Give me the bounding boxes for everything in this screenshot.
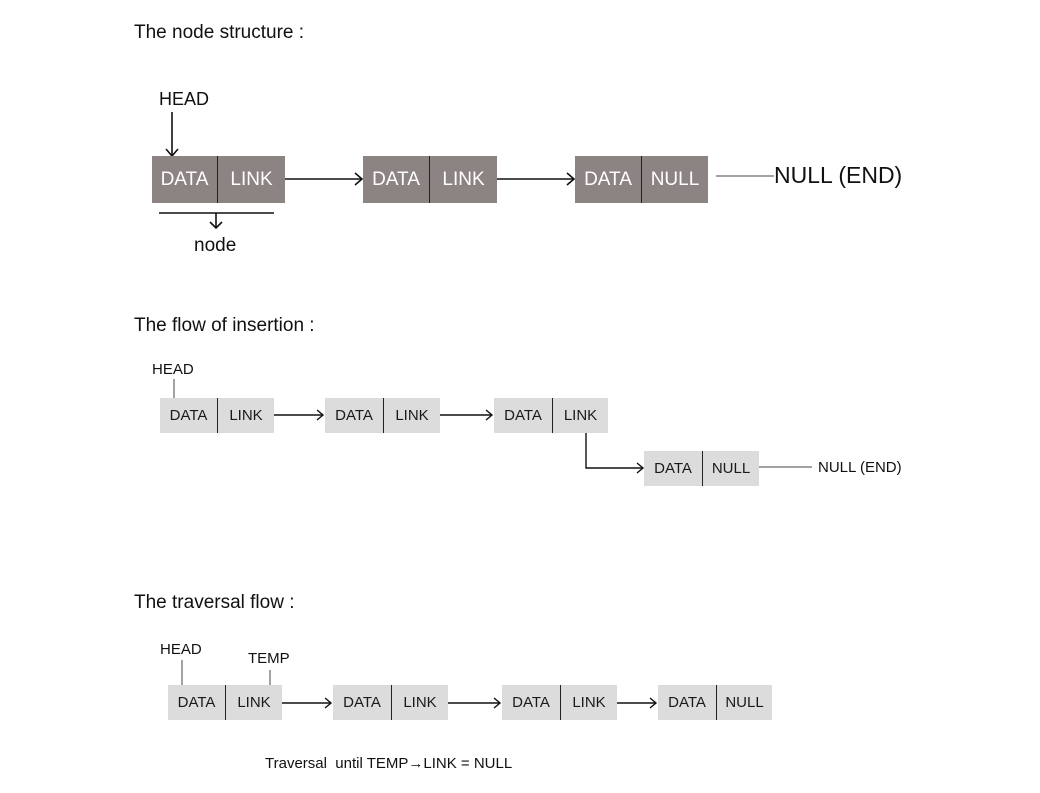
traversal-caption: Traversal until TEMP→LINK = NULL [265,755,513,772]
list-node: DATA LINK [152,156,285,203]
node-link-cell: LINK [560,685,617,720]
head-pointer-arrow [165,112,179,158]
head-label: HEAD [160,641,202,658]
head-label: HEAD [159,89,210,109]
list-node: DATA LINK [160,398,274,433]
node-data-cell: DATA [168,685,225,720]
head-label: HEAD [152,361,194,378]
null-end-label: NULL (END) [818,459,902,476]
list-node: DATA NULL [575,156,708,203]
node-brace [159,212,274,230]
link-arrow [274,409,325,421]
section-heading-traversal: The traversal flow : [134,592,295,613]
node-data-cell: DATA [363,156,429,203]
link-arrow [285,172,364,186]
link-arrow [497,172,576,186]
node-data-cell: DATA [575,156,641,203]
node-data-cell: DATA [658,685,716,720]
node-link-cell: NULL [702,451,759,486]
link-arrow [440,409,494,421]
link-arrow [448,697,502,709]
link-arrow [617,697,658,709]
node-data-cell: DATA [494,398,552,433]
link-arrow [282,697,333,709]
node-link-cell: LINK [217,156,285,203]
node-data-cell: DATA [325,398,383,433]
section-heading-insertion: The flow of insertion : [134,315,315,336]
insertion-arrow [585,433,645,474]
node-data-cell: DATA [502,685,560,720]
list-node: DATA NULL [658,685,772,720]
node-data-cell: DATA [333,685,391,720]
list-node: DATA LINK [363,156,497,203]
inserted-list-node: DATA NULL [644,451,759,486]
section-heading-structure: The node structure : [134,22,305,43]
node-data-cell: DATA [152,156,217,203]
node-link-cell: NULL [716,685,772,720]
node-link-cell: LINK [429,156,497,203]
node-data-cell: DATA [160,398,217,433]
list-node: DATA LINK [502,685,617,720]
list-node: DATA LINK [325,398,440,433]
node-link-cell: NULL [641,156,708,203]
node-label: node [194,235,237,256]
node-link-cell: LINK [225,685,282,720]
node-data-cell: DATA [644,451,702,486]
null-end-label: NULL (END) [774,162,903,188]
node-link-cell: LINK [383,398,440,433]
node-link-cell: LINK [391,685,448,720]
temp-label: TEMP [248,650,290,667]
node-link-cell: LINK [552,398,608,433]
list-node: DATA LINK [333,685,448,720]
node-link-cell: LINK [217,398,274,433]
list-node: DATA LINK [494,398,608,433]
list-node: DATA LINK [168,685,282,720]
